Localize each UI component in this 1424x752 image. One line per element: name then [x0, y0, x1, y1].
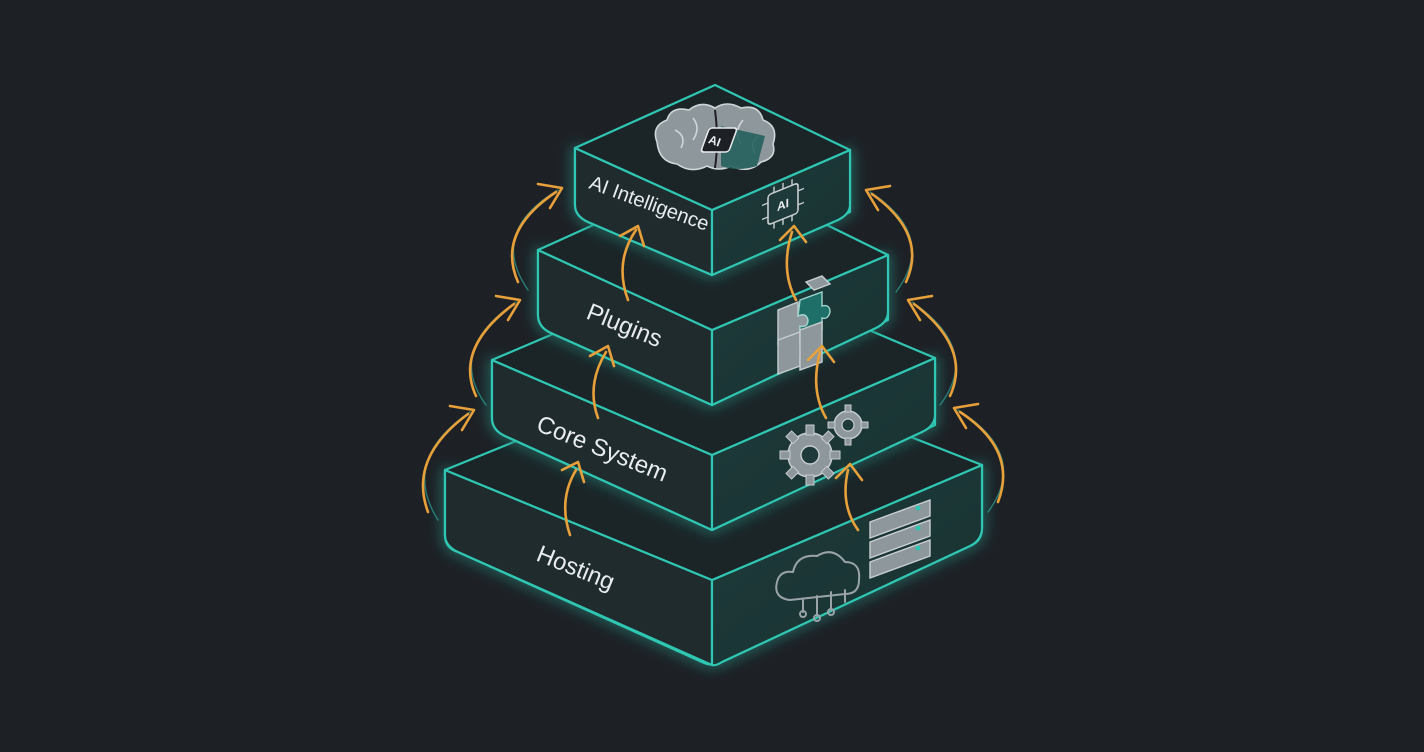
- ai-chip-icon: AI: [762, 179, 804, 229]
- layer-ai-intelligence: AI Intelligence AI AI: [573, 83, 852, 277]
- curved-arrow-icon: [864, 184, 914, 293]
- ai-brain-icon: AI: [654, 103, 776, 171]
- arrow-up-icon: [588, 344, 616, 420]
- curved-arrow-icon: [952, 402, 1005, 513]
- ai-brain-text: AI: [707, 132, 723, 149]
- curved-arrow-icon: [510, 182, 564, 291]
- arrow-up-icon: [806, 344, 836, 420]
- gears-icon: [779, 404, 869, 486]
- arrow-up-icon: [778, 224, 808, 302]
- cloud-server-icon: [775, 498, 931, 622]
- arrow-up-icon: [834, 462, 864, 532]
- arrow-up-icon: [618, 224, 646, 302]
- outer-arrows-left: [421, 182, 564, 521]
- puzzle-icon: [777, 275, 832, 375]
- curved-arrow-icon: [468, 294, 522, 406]
- inner-arrows: [560, 224, 864, 537]
- ai-chip-text: AI: [777, 196, 789, 214]
- outer-arrows-right: [864, 184, 1005, 513]
- arrow-up-icon: [560, 460, 586, 537]
- curved-arrow-icon: [421, 404, 476, 521]
- curved-arrow-icon: [906, 294, 958, 406]
